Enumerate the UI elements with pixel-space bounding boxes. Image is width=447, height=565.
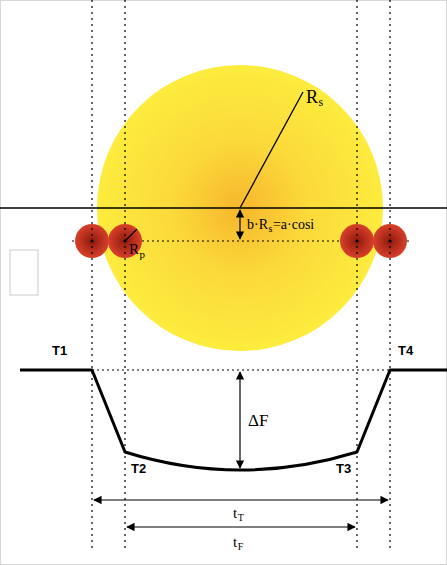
impact-formula: =a·cosi [273, 218, 314, 232]
radius-subscript: s [319, 96, 324, 108]
planet-radius-symbol: R [129, 242, 139, 257]
impact-symbol: b·R [247, 218, 268, 232]
duration-subscript: F [238, 542, 244, 552]
blank-box [10, 250, 38, 295]
contact-label: T4 [398, 344, 413, 357]
star-equator-line [0, 207, 447, 209]
contact-label: T1 [52, 344, 67, 357]
impact-subscript: s [269, 224, 273, 234]
planet-radius-line [125, 229, 137, 241]
radius-symbol: R [306, 88, 318, 106]
star-radius-line [240, 92, 303, 208]
duration-subscript: T [238, 513, 244, 523]
depth-arrow [239, 372, 240, 468]
baseline-dotted [92, 369, 390, 370]
total-duration-arrow [94, 499, 388, 500]
duration-symbol: t [233, 535, 237, 550]
full-duration-arrow [127, 526, 355, 527]
light-curve [20, 370, 447, 470]
duration-symbol: t [233, 506, 237, 521]
contact-label: T2 [131, 462, 146, 475]
contact-label: T3 [336, 462, 351, 475]
contact-lines [92, 0, 390, 548]
impact-arrow [239, 210, 240, 239]
planet-radius-subscript: p [140, 249, 146, 260]
depth-label: ΔF [248, 412, 268, 429]
